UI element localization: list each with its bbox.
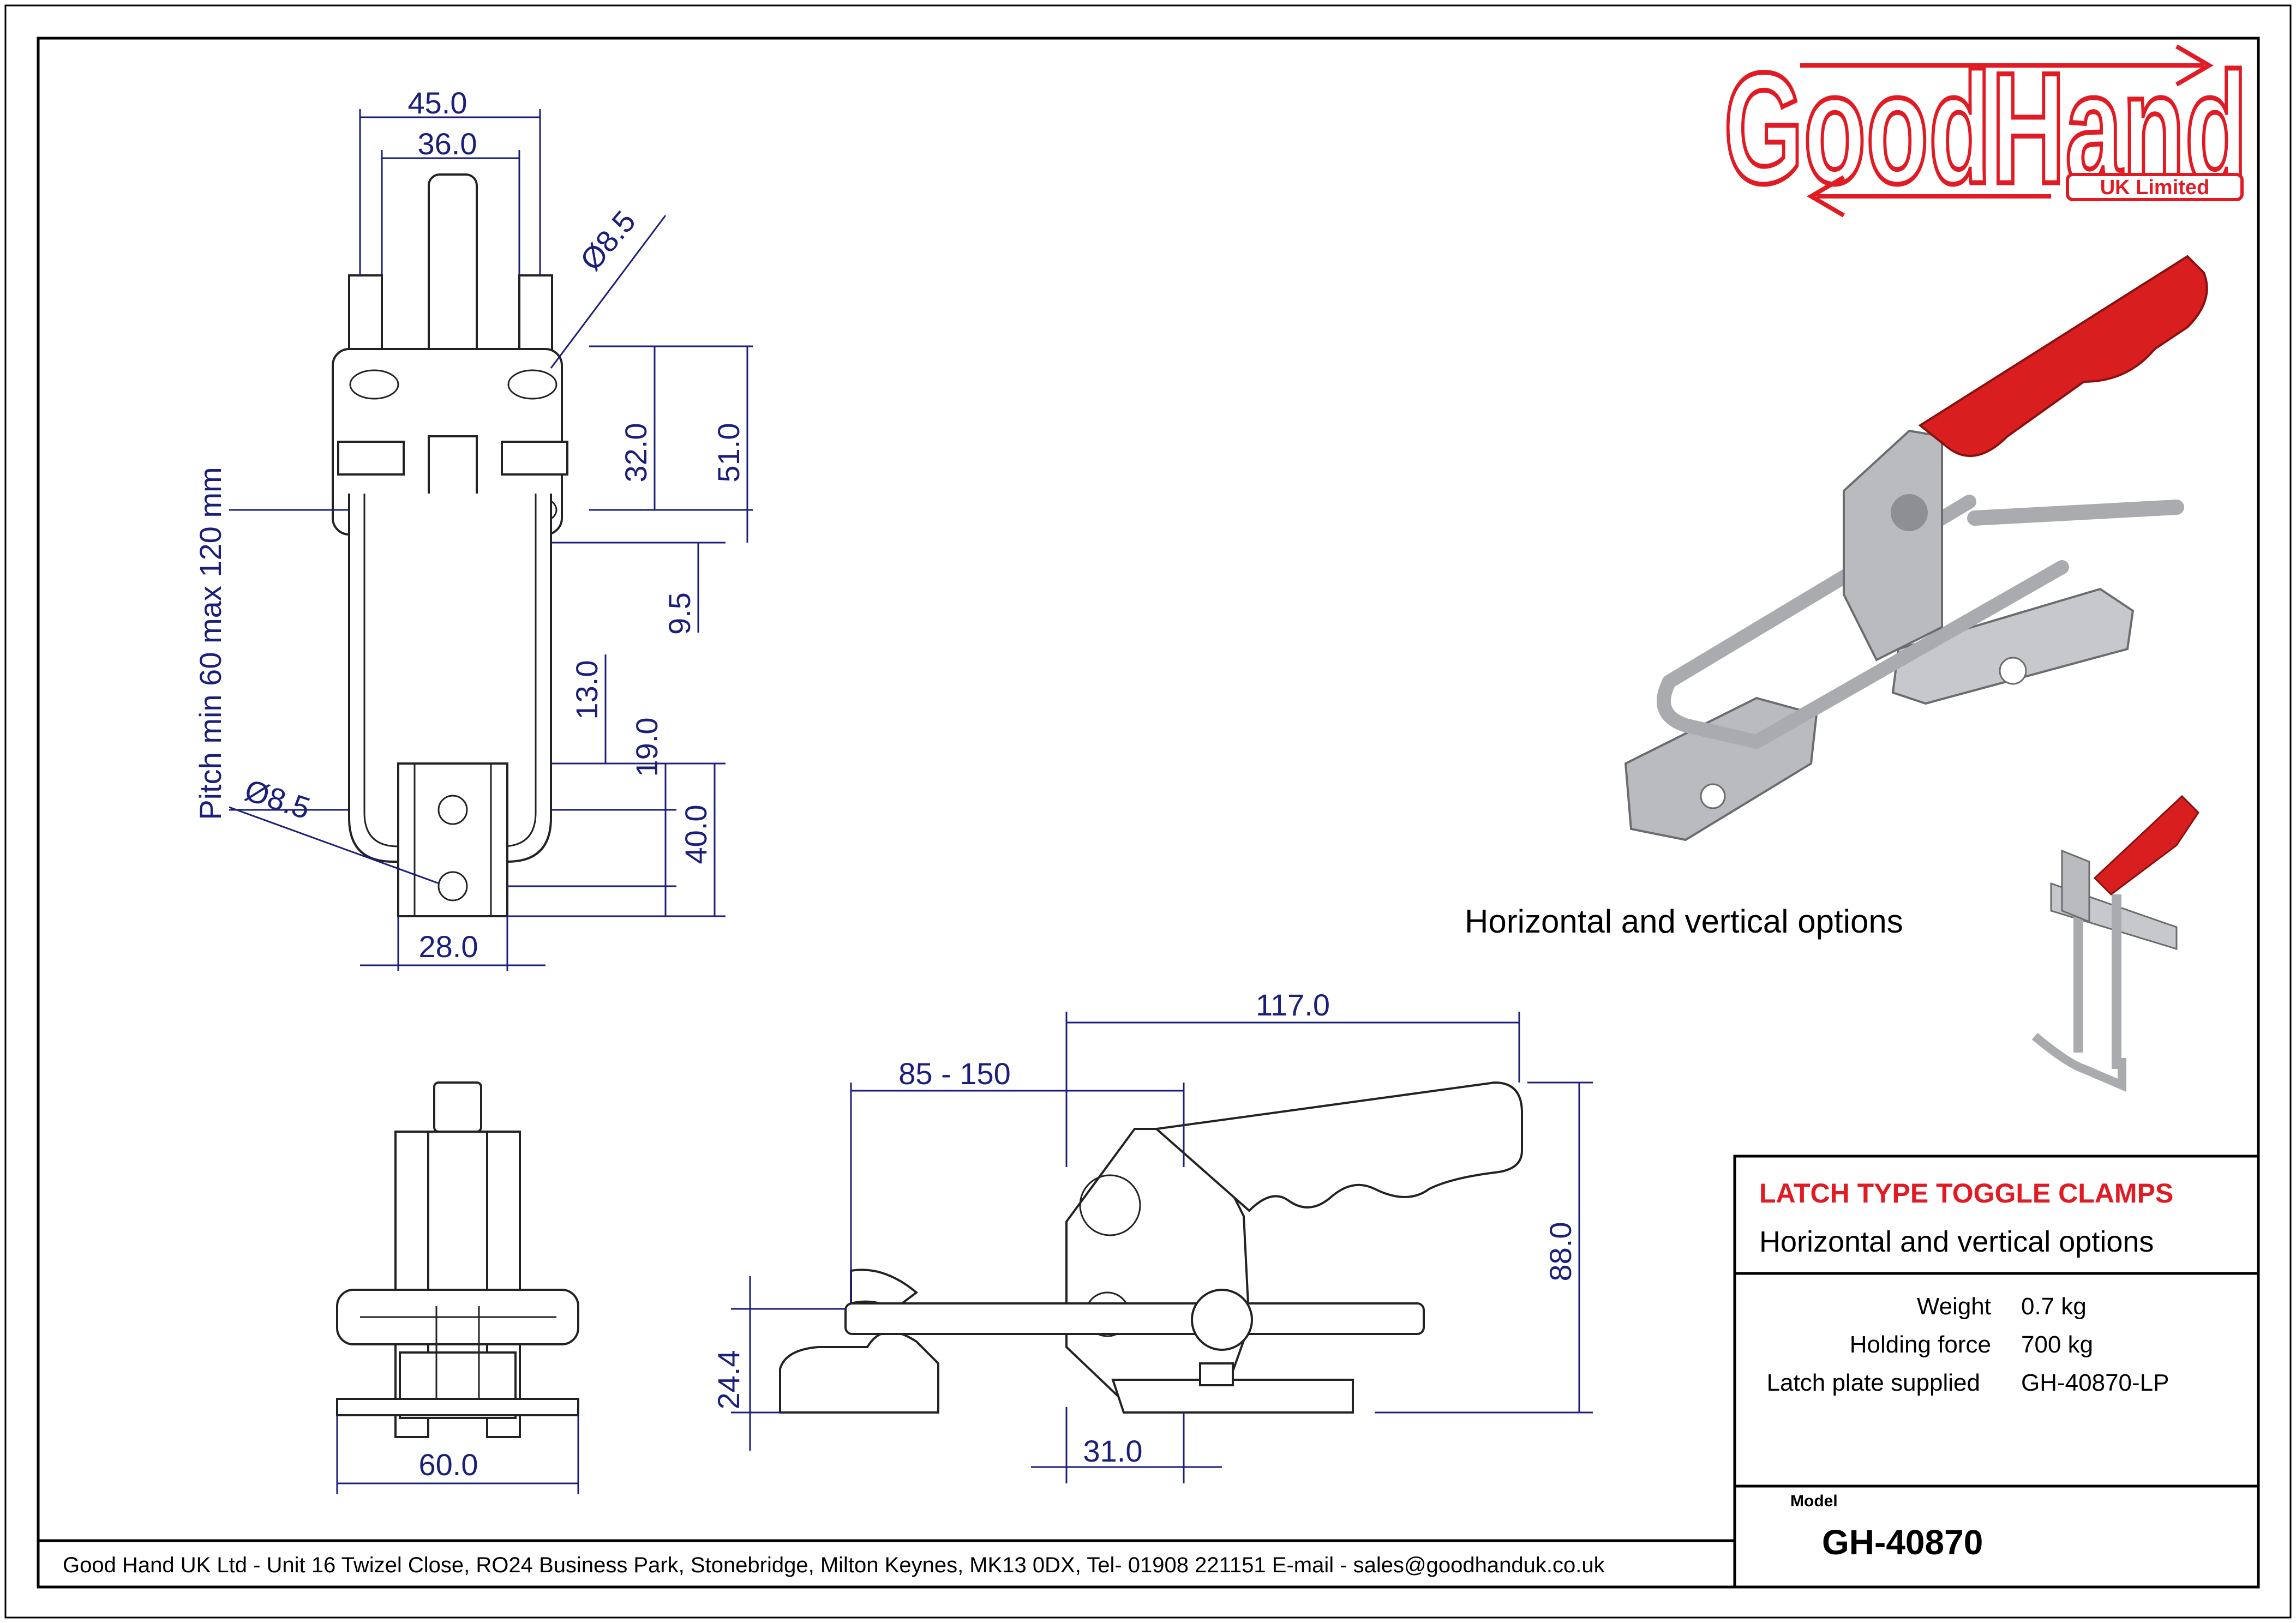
dim-height: 88.0 (1543, 1222, 1578, 1282)
title-block-subtitle: Horizontal and vertical options (1759, 1225, 2154, 1258)
dim-length: 117.0 (1256, 988, 1330, 1022)
side-view-dimensions (731, 1012, 1593, 1483)
end-view (336, 1081, 579, 1494)
dim-latch-b: 19.0 (630, 718, 664, 777)
logo-sub-box (2066, 173, 2244, 201)
footer-address: Good Hand UK Ltd - Unit 16 Twizel Close,… (63, 1553, 1605, 1577)
model-label: Model (1790, 1492, 1838, 1510)
model-number: GH-40870 (1822, 1523, 1983, 1562)
goodhand-logo: GoodHand UK Limited (1722, 38, 2250, 219)
render-vertical-clamp (2031, 795, 2199, 1092)
drawing-frame (37, 37, 2260, 1589)
logo-arrow-bottom (1807, 175, 2051, 218)
dim-latch-height: 24.4 (711, 1350, 746, 1410)
dim-offset-small: 9.5 (662, 592, 697, 635)
render-caption: Horizontal and vertical options (1465, 903, 1903, 940)
dim-slot-overall: 51.0 (711, 423, 746, 483)
spec-label-latch-plate: Latch plate supplied (1767, 1369, 1980, 1396)
logo-sub-text: UK Limited (2100, 176, 2210, 199)
render-horizontal-clamp (1624, 255, 2208, 841)
dim-hole-latch: Ø8.5 (241, 772, 314, 825)
spec-label-weight: Weight (1917, 1293, 1991, 1320)
top-view-dimensions (229, 109, 753, 971)
spec-value-weight: 0.7 kg (2021, 1293, 2087, 1320)
dim-slot-pitch: 32.0 (619, 423, 653, 483)
logo-arrow-top (1800, 44, 2214, 87)
dim-base-width: 60.0 (419, 1447, 478, 1482)
outer-border (4, 4, 2292, 1619)
dim-latch-a: 13.0 (569, 660, 604, 720)
title-block-title: LATCH TYPE TOGGLE CLAMPS (1759, 1178, 2173, 1209)
title-block (1733, 1155, 2260, 1589)
spec-label-holding-force: Holding force (1850, 1331, 1991, 1358)
dim-width-outer: 45.0 (408, 86, 467, 120)
dim-pitch: Pitch min 60 max 120 mm (193, 467, 227, 820)
dim-offset: 31.0 (1083, 1434, 1143, 1468)
spec-value-holding-force: 700 kg (2021, 1331, 2093, 1358)
spec-value-latch-plate: GH-40870-LP (2021, 1369, 2169, 1396)
dim-latch-width: 28.0 (419, 929, 478, 964)
top-view (332, 173, 568, 917)
dim-latch-c: 40.0 (679, 805, 713, 864)
dim-reach: 85 - 150 (898, 1056, 1011, 1091)
side-view (779, 1081, 1523, 1414)
dim-width-inner: 36.0 (418, 127, 477, 161)
dim-hole-top: Ø8.5 (573, 204, 642, 276)
